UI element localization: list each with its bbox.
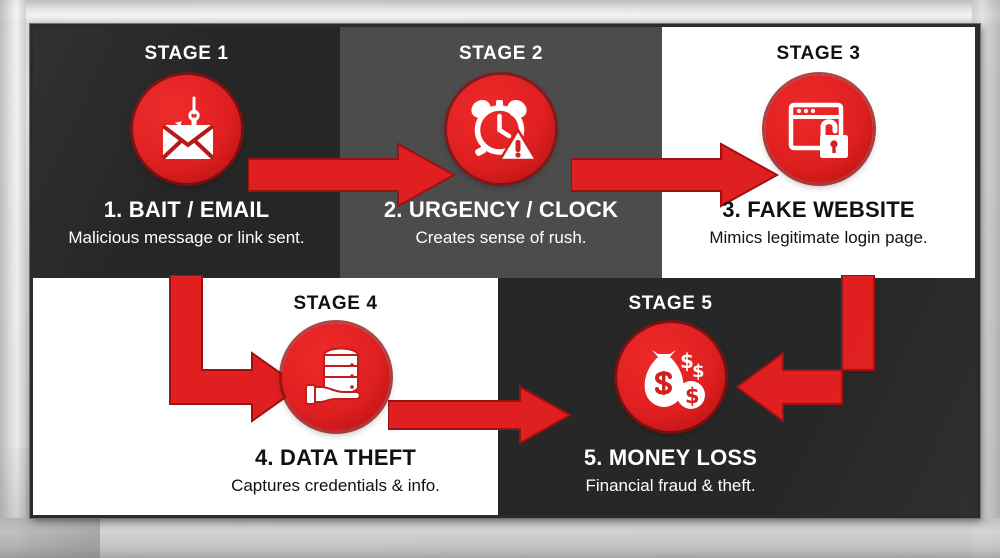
stage-title-3: 3. FAKE WEBSITE xyxy=(722,197,915,222)
stage-title-4: 4. DATA THEFT xyxy=(254,445,417,470)
stage-description-4: Captures credentials & info. xyxy=(231,476,440,495)
frame-bevel-bottom xyxy=(0,518,1000,558)
money-bag-dollar-icon: $ $ $ xyxy=(616,323,725,431)
stage-card-2[interactable]: STAGE 2 xyxy=(340,43,662,248)
hook-envelope-icon xyxy=(132,75,241,183)
alarm-clock-warning-icon xyxy=(447,75,555,183)
stage-description-3: Mimics legitimate login page. xyxy=(709,228,928,247)
stage-title-1: 1. BAIT / EMAIL xyxy=(103,197,270,222)
arrow-stage1-to-stage2 xyxy=(248,142,457,208)
panel-background-stage-5 xyxy=(498,278,975,515)
stage-label-5: STAGE 5 xyxy=(628,293,713,314)
arrow-stage2-to-stage3 xyxy=(571,142,780,208)
stage-description-5: Financial fraud & theft. xyxy=(585,476,756,495)
stage-label-4: STAGE 4 xyxy=(293,293,378,314)
stage-card-3[interactable]: STAGE 3 xyxy=(662,43,975,248)
browser-window-open-padlock-icon xyxy=(764,75,873,183)
stage-description-1: Malicious message or link sent. xyxy=(68,228,305,247)
stage-label-3: STAGE 3 xyxy=(776,43,861,64)
stage-title-5: 5. MONEY LOSS xyxy=(583,445,758,470)
stage-card-5[interactable]: STAGE 5 $ $ xyxy=(498,293,843,496)
frame-bevel-top xyxy=(0,0,1000,26)
stage-label-1: STAGE 1 xyxy=(144,43,229,64)
frame-bevel-left xyxy=(0,0,26,558)
stage-label-2: STAGE 2 xyxy=(458,43,544,64)
phishing-flow-board: STAGE 1 xyxy=(33,27,975,515)
stage-card-1[interactable]: STAGE 1 xyxy=(35,43,338,248)
stage-title-2: 2. URGENCY / CLOCK xyxy=(383,197,619,222)
stage-card-4[interactable]: STAGE 4 xyxy=(173,293,498,496)
stage-description-2: Creates sense of rush. xyxy=(415,228,587,247)
svg-text:$: $ xyxy=(692,361,705,382)
svg-text:$: $ xyxy=(685,384,700,408)
arrow-stage3-to-stage4 xyxy=(169,275,302,423)
svg-text:$: $ xyxy=(680,349,694,373)
arrow-loop-back xyxy=(735,275,875,423)
database-on-hand-icon xyxy=(281,323,390,431)
arrow-stage4-to-stage5 xyxy=(388,385,573,445)
